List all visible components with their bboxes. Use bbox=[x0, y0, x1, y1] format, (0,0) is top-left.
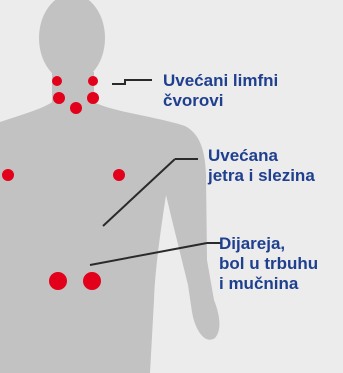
lymph-node-marker bbox=[87, 92, 99, 104]
abdomen-marker bbox=[49, 272, 67, 290]
lymph-leader-line bbox=[112, 80, 152, 84]
lymph-nodes-label-line2: čvorovi bbox=[163, 91, 278, 111]
lymph-node-marker bbox=[53, 92, 65, 104]
head-shape bbox=[39, 0, 105, 82]
lymph-node-marker bbox=[52, 76, 62, 86]
torso-shape bbox=[0, 100, 219, 373]
liver-spleen-label-line1: Uvećana bbox=[208, 146, 315, 166]
abdomen-label: Dijareja, bol u trbuhu i mučnina bbox=[219, 234, 318, 294]
lymph-nodes-label: Uvećani limfni čvorovi bbox=[163, 71, 278, 111]
lymph-nodes-label-line1: Uvećani limfni bbox=[163, 71, 278, 91]
human-silhouette bbox=[0, 0, 219, 373]
abdomen-label-line2: bol u trbuhu bbox=[219, 254, 318, 274]
abdomen-marker bbox=[83, 272, 101, 290]
lymph-node-marker bbox=[70, 102, 82, 114]
liver-spleen-marker bbox=[113, 169, 125, 181]
liver-spleen-marker bbox=[2, 169, 14, 181]
liver-spleen-label: Uvećana jetra i slezina bbox=[208, 146, 315, 186]
liver-spleen-label-line2: jetra i slezina bbox=[208, 166, 315, 186]
abdomen-label-line3: i mučnina bbox=[219, 274, 318, 294]
abdomen-label-line1: Dijareja, bbox=[219, 234, 318, 254]
lymph-node-marker bbox=[88, 76, 98, 86]
